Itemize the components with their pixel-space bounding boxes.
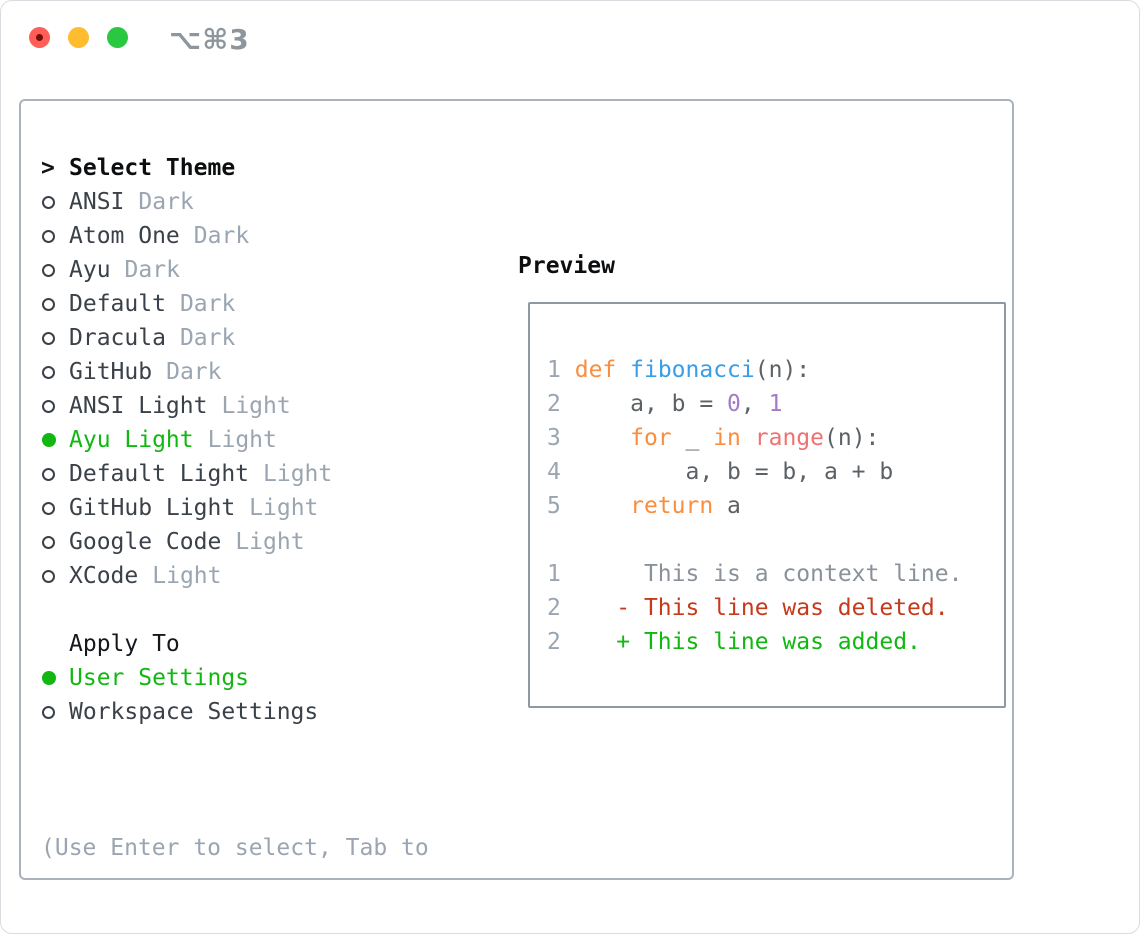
theme-variant-label: Dark — [193, 223, 250, 249]
theme-variant-label: Dark — [138, 189, 194, 215]
apply-to-title-row: Apply To — [41, 627, 491, 661]
code-line: 2 + This line was added. — [547, 629, 921, 655]
radio-unselected-icon — [41, 399, 69, 413]
preview-box: 1 def fibonacci(n): 2 a, b = 0, 1 3 for _ … — [528, 302, 1006, 708]
spacer — [41, 593, 491, 627]
close-button[interactable] — [29, 27, 50, 48]
code-block: 1 def fibonacci(n): 2 a, b = 0, 1 3 for _ … — [547, 353, 1004, 659]
theme-option[interactable]: GitHub Light Light — [41, 491, 491, 525]
zoom-button[interactable] — [107, 27, 128, 48]
window-shortcut-label: ⌥⌘3 — [169, 23, 250, 56]
titlebar: ⌥⌘3 — [1, 1, 1139, 71]
code-line: 3 for _ in range(n): — [547, 425, 880, 451]
code-line: 1 def fibonacci(n): — [547, 357, 811, 383]
theme-option[interactable]: ANSI Light Light — [41, 389, 491, 423]
theme-option[interactable]: Google Code Light — [41, 525, 491, 559]
radio-unselected-icon — [41, 297, 69, 311]
theme-option-label: Dracula — [69, 325, 166, 351]
help-hint-line: (Use Enter to select, Tab to — [41, 835, 429, 861]
theme-variant-label: Light — [207, 427, 277, 453]
theme-option[interactable]: XCode Light — [41, 559, 491, 593]
theme-option-label: Google Code — [69, 529, 222, 555]
theme-option-label: GitHub — [69, 359, 153, 385]
code-line — [547, 523, 1004, 557]
radio-unselected-icon — [41, 705, 69, 719]
radio-unselected-icon — [41, 229, 69, 243]
theme-option[interactable]: Default Light Light — [41, 457, 491, 491]
apply-target-option-label: User Settings — [69, 665, 250, 691]
radio-unselected-icon — [41, 535, 69, 549]
theme-option[interactable]: Atom One Dark — [41, 219, 491, 253]
radio-unselected-icon — [41, 195, 69, 209]
radio-unselected-icon — [41, 467, 69, 481]
theme-option-label: Atom One — [69, 223, 180, 249]
code-line: 1 This is a context line. — [547, 561, 963, 587]
theme-option[interactable]: ANSI Dark — [41, 185, 491, 219]
radio-selected-icon — [41, 671, 69, 685]
theme-variant-label: Light — [221, 393, 291, 419]
theme-variant-label: Dark — [179, 325, 236, 351]
theme-variant-label: Light — [249, 495, 319, 521]
theme-variant-label: Dark — [179, 291, 236, 317]
theme-list-title: Select Theme — [69, 155, 236, 181]
apply-target-option-label: Workspace Settings — [69, 699, 319, 725]
theme-option-label: XCode — [69, 563, 139, 589]
radio-unselected-icon — [41, 365, 69, 379]
radio-unselected-icon — [41, 569, 69, 583]
apply-target-option[interactable]: User Settings — [41, 661, 491, 695]
spacer — [41, 729, 491, 763]
apply-to-title: Apply To — [69, 631, 180, 657]
theme-option-label: Default Light — [69, 461, 250, 487]
code-line: 5 return a — [547, 493, 741, 519]
theme-option-label: ANSI — [69, 189, 125, 215]
theme-option-label: ANSI Light — [69, 393, 208, 419]
theme-variant-label: Light — [152, 563, 222, 589]
code-line: 2 - This line was deleted. — [547, 595, 949, 621]
code-line: 4 a, b = b, a + b — [547, 459, 894, 485]
radio-unselected-icon — [41, 501, 69, 515]
theme-option-label: Ayu — [69, 257, 111, 283]
theme-list-title-row: > Select Theme — [41, 151, 491, 185]
help-hint: (Use Enter to select, Tab to change focu… — [41, 763, 491, 933]
theme-option[interactable]: Default Dark — [41, 287, 491, 321]
radio-selected-icon — [41, 433, 69, 447]
theme-option[interactable]: Ayu Dark — [41, 253, 491, 287]
apply-target-option[interactable]: Workspace Settings — [41, 695, 491, 729]
theme-option[interactable]: GitHub Dark — [41, 355, 491, 389]
theme-option-label: Ayu Light — [69, 427, 194, 453]
theme-option[interactable]: Dracula Dark — [41, 321, 491, 355]
radio-unselected-icon — [41, 263, 69, 277]
theme-option[interactable]: Ayu Light Light — [41, 423, 491, 457]
theme-variant-label: Light — [263, 461, 333, 487]
theme-variant-label: Light — [235, 529, 305, 555]
preview-title: Preview — [518, 253, 615, 279]
theme-option-label: Default — [69, 291, 166, 317]
theme-variant-label: Dark — [166, 359, 222, 385]
minimize-button[interactable] — [68, 27, 89, 48]
code-line: 2 a, b = 0, 1 — [547, 391, 783, 417]
focus-caret-icon: > — [41, 155, 55, 181]
radio-unselected-icon — [41, 331, 69, 345]
theme-option-label: GitHub Light — [69, 495, 236, 521]
theme-variant-label: Dark — [124, 257, 180, 283]
